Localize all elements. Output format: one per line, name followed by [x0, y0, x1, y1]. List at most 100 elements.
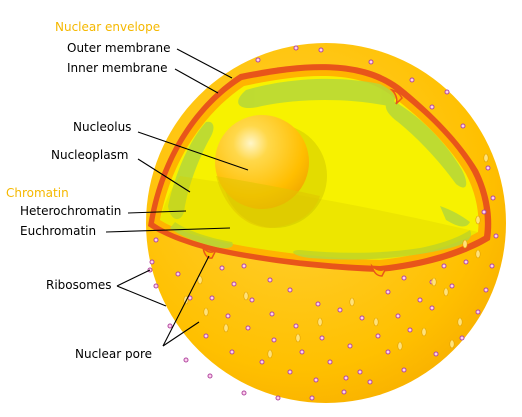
ribosome-dot — [255, 57, 261, 63]
ribosome-dot — [407, 327, 413, 333]
ribosome-dot — [207, 373, 213, 379]
ribosome-dot — [368, 59, 374, 65]
ribosome-dot — [231, 281, 237, 287]
ribosome-dot — [287, 369, 293, 375]
ribosome-dot — [449, 283, 455, 289]
granule — [475, 249, 481, 259]
ribosome-dot — [319, 335, 325, 341]
leader-euchromatin — [105, 227, 231, 233]
leader-nuclear-pore-1 — [162, 255, 210, 347]
ribosome-dot — [475, 309, 481, 315]
ribosome-dot — [337, 307, 343, 313]
ribosome-dot — [433, 351, 439, 357]
granule — [295, 333, 301, 343]
ribosome-dot — [313, 377, 319, 383]
granule — [373, 317, 379, 327]
ribosome-dot — [441, 263, 447, 269]
ribosome-dot — [183, 357, 189, 363]
ribosome-dot — [267, 277, 273, 283]
ribosome-dot — [385, 349, 391, 355]
ribosome-dot — [341, 389, 347, 395]
ribosome-dot — [459, 335, 465, 341]
leader-nucleoplasm — [137, 158, 191, 193]
granule — [449, 339, 455, 349]
leader-inner-membrane — [174, 68, 219, 94]
ribosome-dot — [481, 209, 487, 215]
ribosome-dot — [245, 325, 251, 331]
ribosome-dot — [249, 297, 255, 303]
granule — [443, 287, 449, 297]
ribosome-dot — [483, 287, 489, 293]
ribosome-dot — [175, 271, 181, 277]
ribosome-dot — [409, 77, 415, 83]
ribosome-dot — [359, 315, 365, 321]
nuclear-pore — [370, 263, 387, 277]
ribosome-dot — [149, 259, 155, 265]
ribosome-dot — [153, 237, 159, 243]
ribosome-dot — [203, 333, 209, 339]
granule — [223, 323, 229, 333]
granule — [349, 297, 355, 307]
nuclear-pores — [202, 88, 403, 277]
ribosome-dot — [293, 323, 299, 329]
heterochromatin-patches — [168, 78, 472, 260]
ribosome-dot — [429, 104, 435, 110]
ribosome-dot — [293, 45, 299, 51]
granule — [421, 327, 427, 337]
ribosome-dot — [153, 283, 159, 289]
ribosome-dot — [315, 301, 321, 307]
label-euchromatin: Euchromatin — [20, 224, 96, 238]
label-ribosomes: Ribosomes — [46, 278, 112, 292]
ribosome-dot — [327, 359, 333, 365]
leader-nuclear-pore-2 — [162, 321, 200, 347]
ribosome-dot — [318, 47, 324, 53]
granule — [431, 277, 437, 287]
ribosome-dot — [241, 390, 247, 396]
ribosomes — [147, 45, 499, 401]
ribosome-dot — [347, 343, 353, 349]
granule — [243, 291, 249, 301]
ribosome-dot — [219, 265, 225, 271]
label-heterochromatin: Heterochromatin — [20, 204, 121, 218]
nuclear-pore — [202, 246, 217, 259]
granule — [203, 307, 209, 317]
ribosome-dot — [490, 195, 496, 201]
granule — [197, 275, 203, 285]
group-label-chromatin: Chromatin — [6, 186, 69, 200]
granule — [462, 239, 468, 249]
label-nucleolus: Nucleolus — [73, 120, 131, 134]
leader-outer-membrane — [176, 48, 233, 79]
ribosome-dot — [429, 305, 435, 311]
ribosome-dot — [489, 263, 495, 269]
group-label-nuclear-envelope: Nuclear envelope — [55, 20, 160, 34]
ribosome-dot — [209, 295, 215, 301]
ribosome-dot — [357, 369, 363, 375]
ribosome-dot — [343, 375, 349, 381]
label-nucleoplasm: Nucleoplasm — [51, 148, 128, 162]
ribosome-dot — [275, 395, 281, 401]
granule — [457, 317, 463, 327]
label-inner-membrane: Inner membrane — [67, 61, 168, 75]
ribosome-dot — [287, 287, 293, 293]
granule — [267, 349, 273, 359]
leader-ribosomes-1 — [116, 269, 151, 287]
ribosome-dot — [375, 333, 381, 339]
granule — [483, 153, 489, 163]
ribosome-dot — [401, 275, 407, 281]
ribosome-dot — [485, 165, 491, 171]
granule — [317, 317, 323, 327]
ribosome-dot — [395, 313, 401, 319]
nuclear-pore — [389, 88, 403, 105]
ribosome-dot — [444, 89, 450, 95]
ribosome-dot — [401, 367, 407, 373]
ribosome-dot — [367, 379, 373, 385]
granule — [475, 215, 481, 225]
ribosome-dot — [385, 289, 391, 295]
ribosome-dot — [417, 297, 423, 303]
ribosome-dot — [225, 313, 231, 319]
ribosome-dot — [241, 263, 247, 269]
ribosome-dot — [299, 349, 305, 355]
label-nuclear-pore: Nuclear pore — [75, 347, 152, 361]
ribosome-dot — [167, 323, 173, 329]
